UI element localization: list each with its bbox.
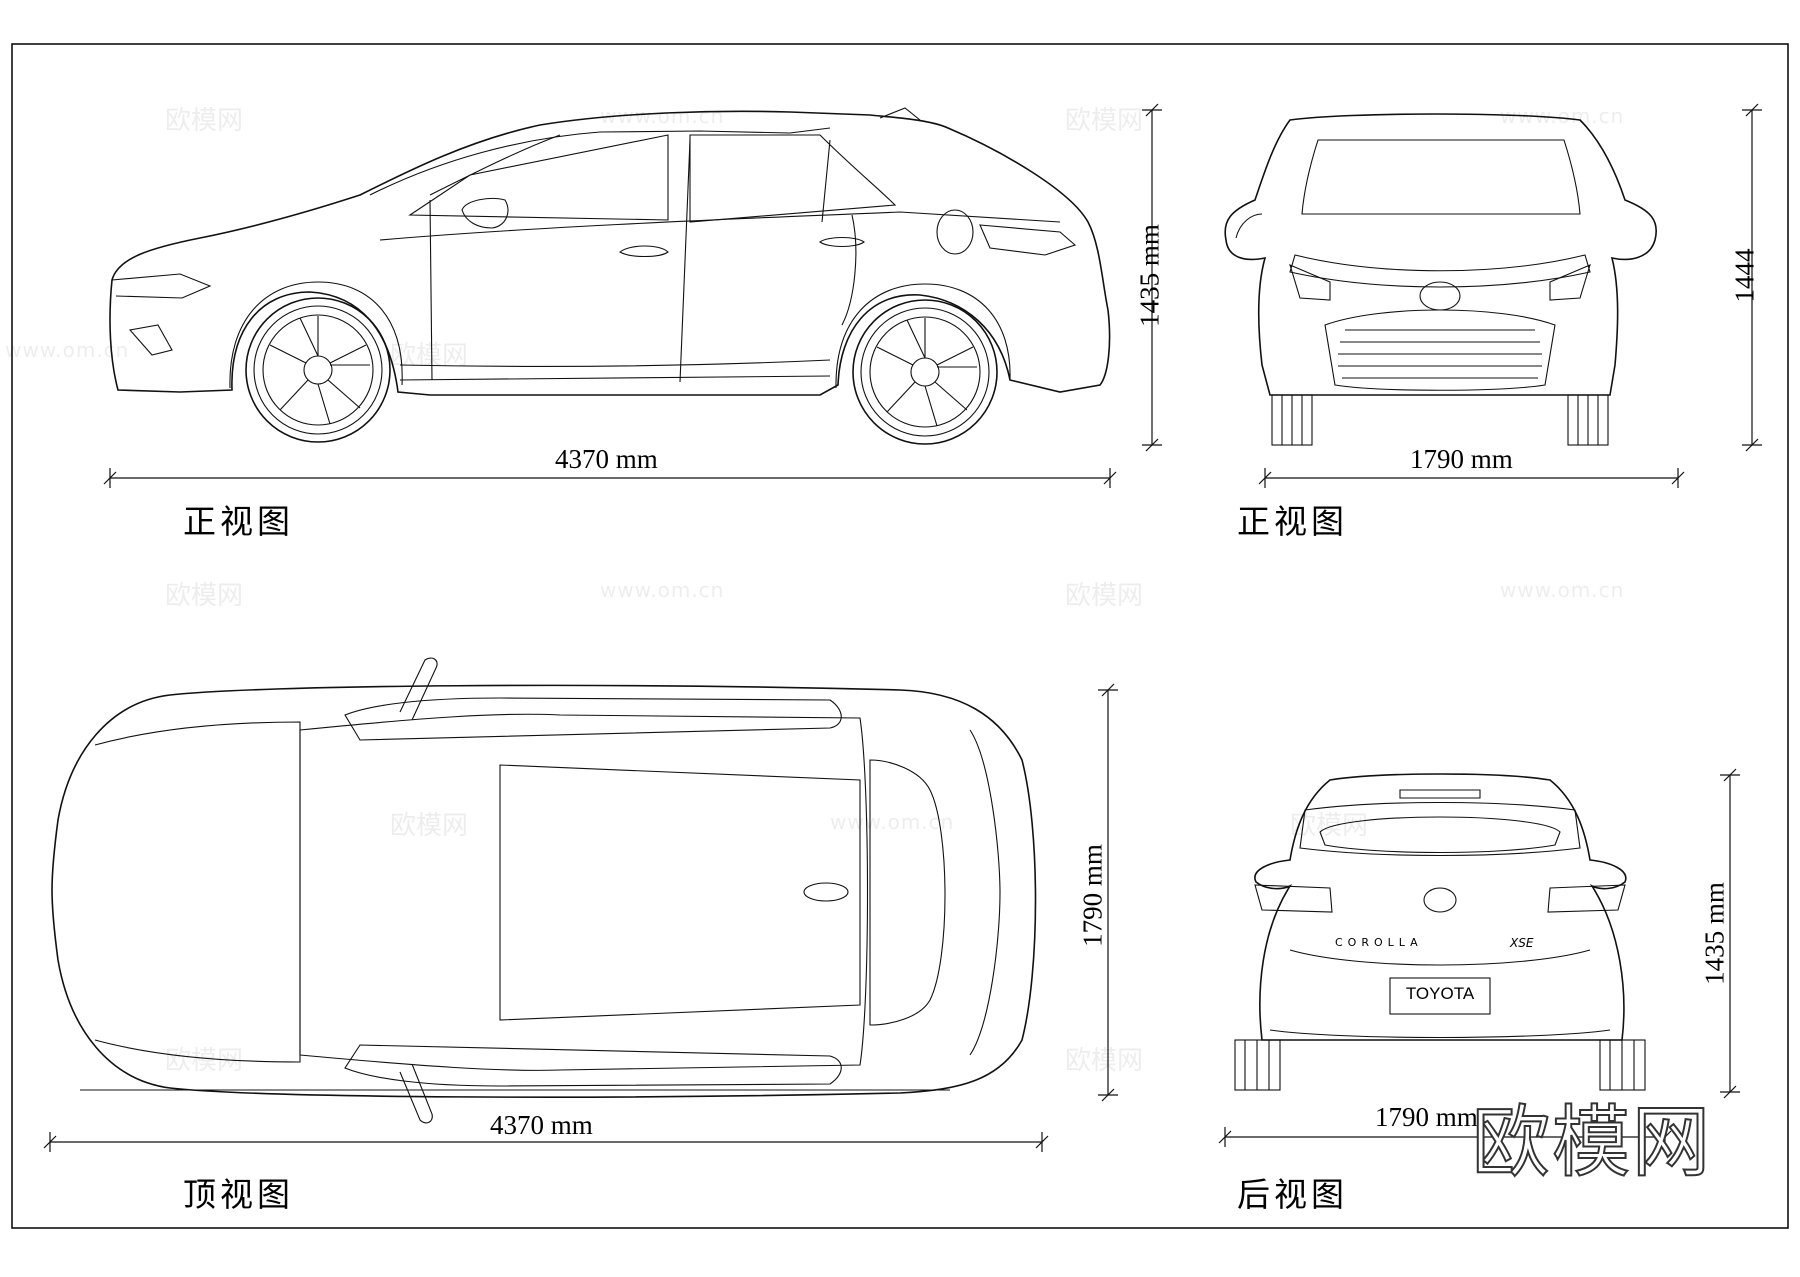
watermark-text: 欧模网: [165, 106, 244, 136]
sheet-border: [11, 43, 1789, 1229]
top-length-text: 4370 mm: [490, 1110, 593, 1140]
rear-height-dim: [1720, 768, 1740, 1099]
rear-license-plate: TOYOTA: [1405, 984, 1475, 1003]
side-view-car: [109, 107, 1111, 445]
rear-view-car: [1234, 773, 1646, 1091]
top-width-dim: [1098, 683, 1118, 1102]
rear-height-text: 1435 mm: [1699, 882, 1730, 985]
watermark-text: 欧模网: [390, 811, 469, 841]
front-view-label: 正视图: [1237, 502, 1348, 541]
rear-view-label: 后视图: [1237, 1175, 1348, 1214]
rear-width-text: 1790 mm: [1375, 1102, 1478, 1132]
watermark-url: www.om.cn: [1500, 104, 1625, 128]
watermark-text: 欧模网: [165, 1046, 244, 1076]
top-view-label: 顶视图: [183, 1175, 294, 1214]
front-wheel: [245, 297, 391, 443]
front-view-car: [1224, 113, 1657, 446]
watermark-text: 欧模网: [1065, 106, 1144, 136]
front-width-text: 1790 mm: [1410, 444, 1513, 474]
watermark-text: 欧模网: [1065, 581, 1144, 611]
front-width-dim: [1258, 468, 1685, 488]
watermark-text: 欧模网: [165, 581, 244, 611]
watermark-text: 欧模网: [1065, 1046, 1144, 1076]
side-height-text: 1435 mm: [1134, 224, 1165, 327]
watermark-url: www.om.cn: [600, 578, 725, 602]
watermark-text: 欧模网: [390, 341, 469, 371]
side-view-label: 正视图: [183, 502, 294, 541]
front-height-dim: [1742, 103, 1762, 452]
side-length-dim: [103, 468, 1117, 488]
watermark-url: www.om.cn: [600, 104, 725, 128]
rear-model-badge: COROLLA: [1335, 936, 1423, 949]
rear-trim-badge: XSE: [1510, 936, 1534, 950]
watermark-url: www.om.cn: [5, 338, 130, 362]
top-length-dim: [43, 1132, 1049, 1152]
side-length-text: 4370 mm: [555, 444, 658, 474]
watermark-url: www.om.cn: [1500, 578, 1625, 602]
front-height-text: 1444: [1729, 248, 1760, 303]
top-view-car: [51, 657, 1037, 1124]
front-grille-pattern: [1338, 329, 1542, 379]
watermark-url: www.om.cn: [830, 810, 955, 834]
watermark-text: 欧模网: [1290, 811, 1369, 841]
side-height-dim: [1142, 103, 1162, 452]
brand-logo-text: 欧模网: [1471, 1097, 1713, 1189]
top-width-text: 1790 mm: [1077, 844, 1108, 947]
rear-width-dim: [1218, 1127, 1672, 1147]
rear-wheel: [852, 299, 998, 445]
